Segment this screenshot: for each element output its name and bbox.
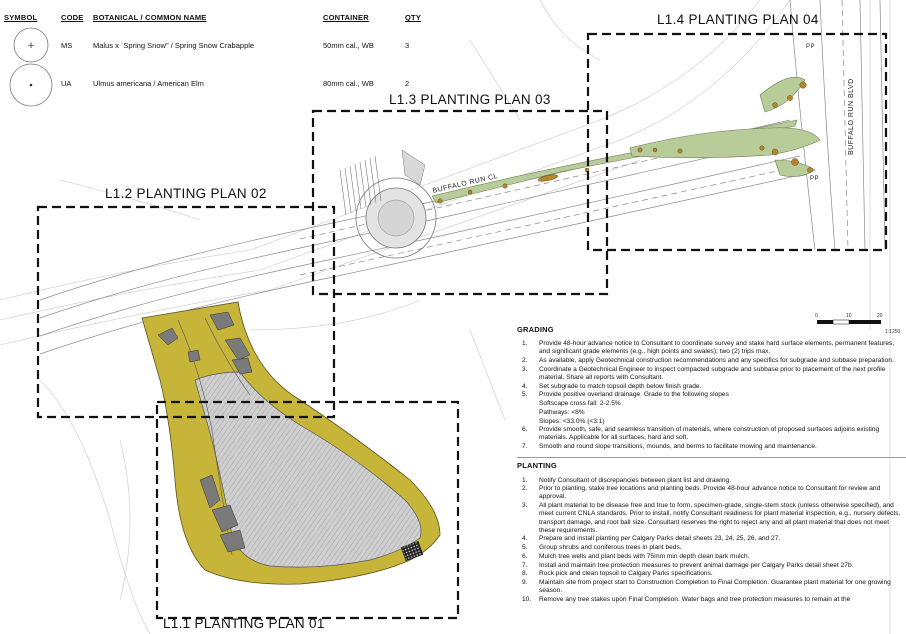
legend-row-name: Ulmus americana / American Elm [93, 79, 204, 88]
plan-boundary-03 [311, 109, 609, 296]
grading-item: 7.Smooth and round slope transitions, mo… [522, 443, 817, 451]
plan-boundary-04 [586, 32, 888, 252]
planting-section: PLANTING 1.Notify Consultant of discrepa… [517, 457, 906, 604]
crabapple-symbol [13, 27, 49, 63]
scale-bar [817, 319, 881, 325]
legend-header-name: BOTANICAL / COMMON NAME [93, 13, 207, 22]
legend-row-container: 80mm cal., WB [323, 79, 374, 88]
scale-label-20: 20 [877, 313, 883, 319]
paved-plaza [194, 371, 422, 568]
planting-item: 10.Remove any tree stakes upon Final Com… [522, 595, 851, 603]
grading-item: 5.Provide positive overland drainage. Gr… [522, 391, 729, 399]
legend-header-container: CONTAINER [323, 13, 369, 22]
park-area [141, 301, 441, 585]
planting-item: 1.Notify Consultant of discrepancies bet… [522, 476, 732, 484]
planting-list: 1.Notify Consultant of discrepancies bet… [517, 477, 906, 605]
pp-label: PP [806, 44, 816, 50]
planting-item: 9.Maintain site from project start to Co… [522, 578, 891, 595]
legend-row-qty: 3 [405, 41, 410, 50]
svg-text:+: + [27, 41, 35, 51]
grading-item: 2.As available, apply Geotechnical const… [522, 357, 894, 365]
grading-list: 1.Provide 48-hour advance notice to Cons… [517, 340, 906, 451]
planting-item: 4.Prepare and install planting per Calga… [522, 535, 781, 543]
scale-label-0: 0 [815, 313, 818, 319]
scale-ratio: 1:1250 [885, 329, 901, 335]
grading-item: Softscape cross fall: 2-2.5% [539, 400, 621, 408]
grading-item: Slopes: <33.0% (<3:1) [539, 417, 605, 425]
legend-header-code: CODE [61, 13, 84, 22]
legend-row-qty: 2 [405, 79, 410, 88]
pp-label: PP [810, 176, 820, 182]
grading-item: 4.Set subgrade to match topsoil depth be… [522, 382, 702, 390]
plan-label-04: L1.4 PLANTING PLAN 04 [657, 12, 819, 27]
street-label-blvd: BUFFALO RUN BLVD [848, 78, 855, 155]
planting-item: 5.Group shrubs and coniferous trees in p… [522, 544, 682, 552]
legend-header-symbol: SYMBOL [4, 13, 38, 22]
legend-row-name: Malus x `Spring Snow" / Spring Snow Crab… [93, 41, 255, 50]
roundabout [355, 149, 437, 259]
plan-boundary-02 [36, 205, 336, 419]
scale-label-10: 10 [846, 313, 852, 319]
grading-item: 3.Coordinate a Geotechnical Engineer to … [522, 365, 886, 382]
planting-item: 8.Rock pick and clean topsoil to Calgary… [522, 570, 713, 578]
legend-row-container: 50mm cal., WB [323, 41, 374, 50]
boulevard-road [789, 0, 886, 251]
legend-header-qty: QTY [405, 13, 422, 22]
plan-boundaries [36, 32, 888, 620]
boulders [157, 311, 253, 553]
legend-row-code: UA [61, 79, 72, 88]
plant-legend: SYMBOL CODE BOTANICAL / COMMON NAME CONT… [0, 0, 520, 110]
plan-label-01: L1.1 PLANTING PLAN 01 [163, 616, 325, 631]
planting-item: 2.Prior to planting, stake tree location… [522, 485, 881, 501]
plan-label-03: L1.3 PLANTING PLAN 03 [389, 92, 551, 107]
grading-title: GRADING [517, 325, 554, 334]
notes-panel: GRADING 1.Provide 48-hour advance notice… [517, 325, 906, 605]
grading-item: 6.Provide smooth, safe, and seamless tra… [522, 426, 880, 442]
plan-label-02: L1.2 PLANTING PLAN 02 [105, 186, 267, 201]
legend-row-code: MS [61, 41, 73, 50]
planting-item: 3.All plant material to be disease free … [522, 502, 901, 534]
crosswalk [339, 155, 382, 216]
planting-item: 7.Install and maintain tree protection m… [522, 561, 854, 569]
planting-item: 6.Mulch tree wells and plant beds with 7… [522, 552, 750, 560]
legend-symbols: + [9, 27, 53, 107]
planting-title: PLANTING [517, 461, 557, 471]
grading-item: Pathways: <8% [539, 408, 585, 416]
grading-item: 1.Provide 48-hour advance notice to Cons… [522, 340, 895, 356]
bench-grate [400, 540, 424, 562]
plan-boundary-01 [155, 400, 460, 620]
